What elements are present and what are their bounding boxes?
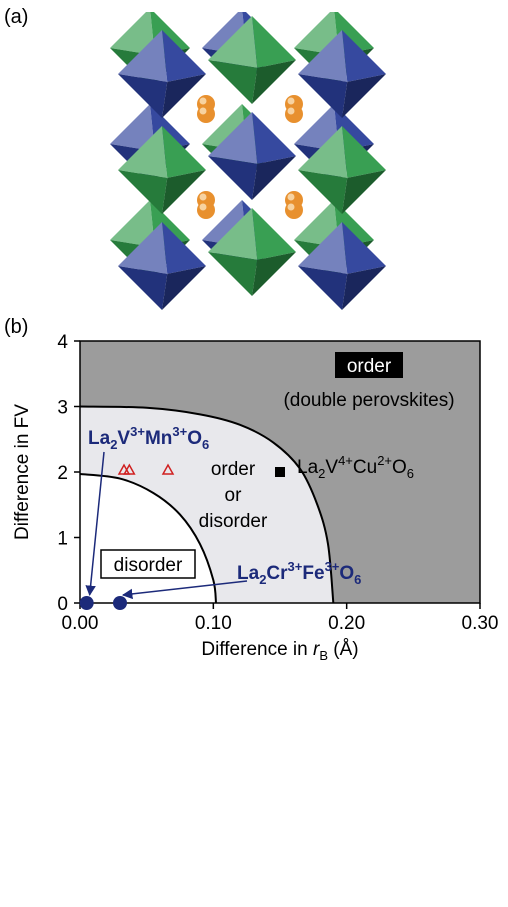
front-octahedron	[298, 222, 386, 310]
y-tick-label: 0	[57, 594, 68, 615]
order-boundary-line	[80, 405, 335, 603]
cation-sphere	[197, 105, 215, 123]
panel-b-label: (b)	[4, 316, 29, 338]
data-point-triangle	[123, 463, 136, 475]
order-label-box	[335, 352, 403, 378]
data-point-square	[275, 467, 285, 477]
cation-sphere	[285, 201, 303, 219]
phase-diagram-chart: 0.00 0.10 0.20 0.30 0 1 2 3 4 Difference in rB (…	[12, 332, 499, 663]
order-or-disorder-label: order	[211, 459, 256, 480]
x-tick-label: 0.30	[462, 613, 499, 634]
x-tick-label: 0.00	[62, 613, 99, 634]
panel-a-label: (a)	[4, 6, 29, 28]
front-octahedron	[118, 30, 206, 118]
y-tick-label: 2	[57, 463, 68, 484]
order-region-label: order	[347, 356, 392, 377]
x-tick-label: 0.20	[328, 613, 365, 634]
perovskite-crystal-illustration	[110, 12, 386, 310]
front-octahedron	[298, 30, 386, 118]
x-axis-label: Difference in rB (Å)	[201, 639, 358, 663]
cation-sphere	[285, 105, 303, 123]
disorder-boundary-line	[80, 472, 217, 603]
front-octahedron	[118, 222, 206, 310]
annotation-la2v3mn3o6: La2V3+Mn3+O6	[88, 424, 209, 452]
annotation-arrow	[121, 580, 248, 600]
front-octahedron	[118, 126, 206, 214]
cation-sphere	[197, 201, 215, 219]
data-point-circle	[113, 596, 127, 610]
order-or-disorder-label: or	[225, 485, 243, 506]
annotation-arrow	[85, 451, 105, 597]
disorder-label-box	[100, 549, 196, 579]
y-axis-label: Difference in FV	[12, 404, 33, 540]
order-or-disorder-label: disorder	[199, 511, 268, 532]
data-point-circle	[79, 596, 94, 610]
front-octahedron	[208, 112, 296, 200]
order-region-sublabel: (double perovskites)	[283, 390, 454, 411]
y-tick-label: 1	[57, 529, 68, 550]
x-tick-label: 0.10	[195, 613, 232, 634]
data-point-triangle	[161, 463, 175, 475]
front-octahedron	[298, 126, 386, 214]
front-octahedron	[208, 16, 296, 104]
y-tick-label: 3	[57, 398, 68, 419]
annotation-la2cr3fe3o6: La2Cr3+Fe3+O6	[237, 559, 361, 587]
y-tick-label: 4	[57, 332, 68, 353]
front-octahedron	[208, 208, 296, 296]
annotation-la2v4cu2o6: La2V4+Cu2+O6	[297, 453, 414, 481]
disorder-region-label: disorder	[114, 555, 183, 576]
